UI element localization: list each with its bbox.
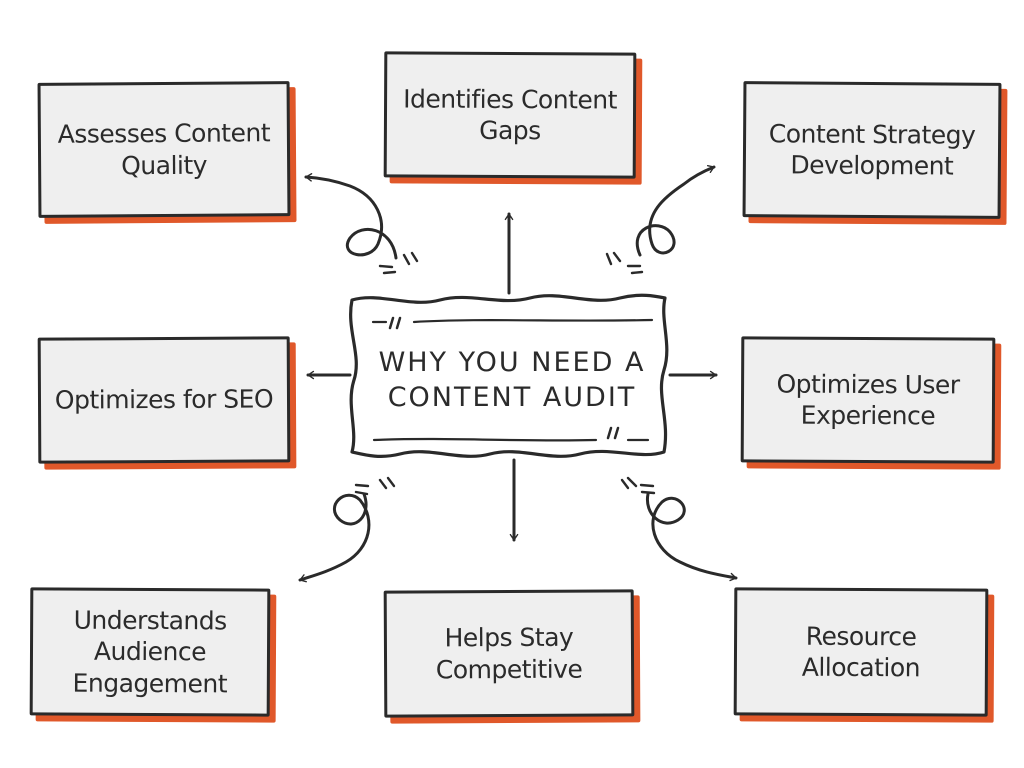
card-label: Helps Stay Competitive: [435, 622, 583, 684]
arrow-to-understands-audience-engagement: [298, 492, 371, 583]
arrow-to-assesses-content-quality: [304, 173, 398, 260]
card-optimizes-for-seo: Optimizes for SEO: [37, 336, 291, 464]
card-label: Assesses Content Quality: [57, 118, 271, 180]
quote-marks: [388, 316, 620, 440]
center-title: WHY YOU NEED A CONTENT AUDIT: [378, 346, 646, 413]
arrow-to-resource-allocation: [645, 492, 738, 582]
card-helps-stay-competitive: Helps Stay Competitive: [383, 589, 635, 718]
banner-decoration: [371, 318, 654, 442]
card-assesses-content-quality: Assesses Content Quality: [37, 81, 291, 218]
center-banner: [349, 293, 669, 458]
card-label: Content Strategy Development: [768, 119, 976, 181]
card-label: Identifies Content Gaps: [403, 84, 618, 146]
card-identifies-content-gaps: Identifies Content Gaps: [383, 51, 637, 179]
card-understands-audience-engagement: Understands Audience Engagement: [29, 587, 271, 717]
card-content-strategy-development: Content Strategy Development: [742, 81, 1002, 219]
card-label: Optimizes for SEO: [54, 384, 274, 415]
motion-dashes: [354, 251, 656, 496]
card-label: Optimizes User Experience: [776, 369, 960, 431]
arrow-to-content-strategy-development: [635, 164, 716, 257]
card-label: Understands Audience Engagement: [72, 605, 228, 699]
card-label: Resource Allocation: [801, 621, 921, 683]
card-optimizes-user-experience: Optimizes User Experience: [740, 336, 996, 464]
card-resource-allocation: Resource Allocation: [733, 587, 989, 717]
